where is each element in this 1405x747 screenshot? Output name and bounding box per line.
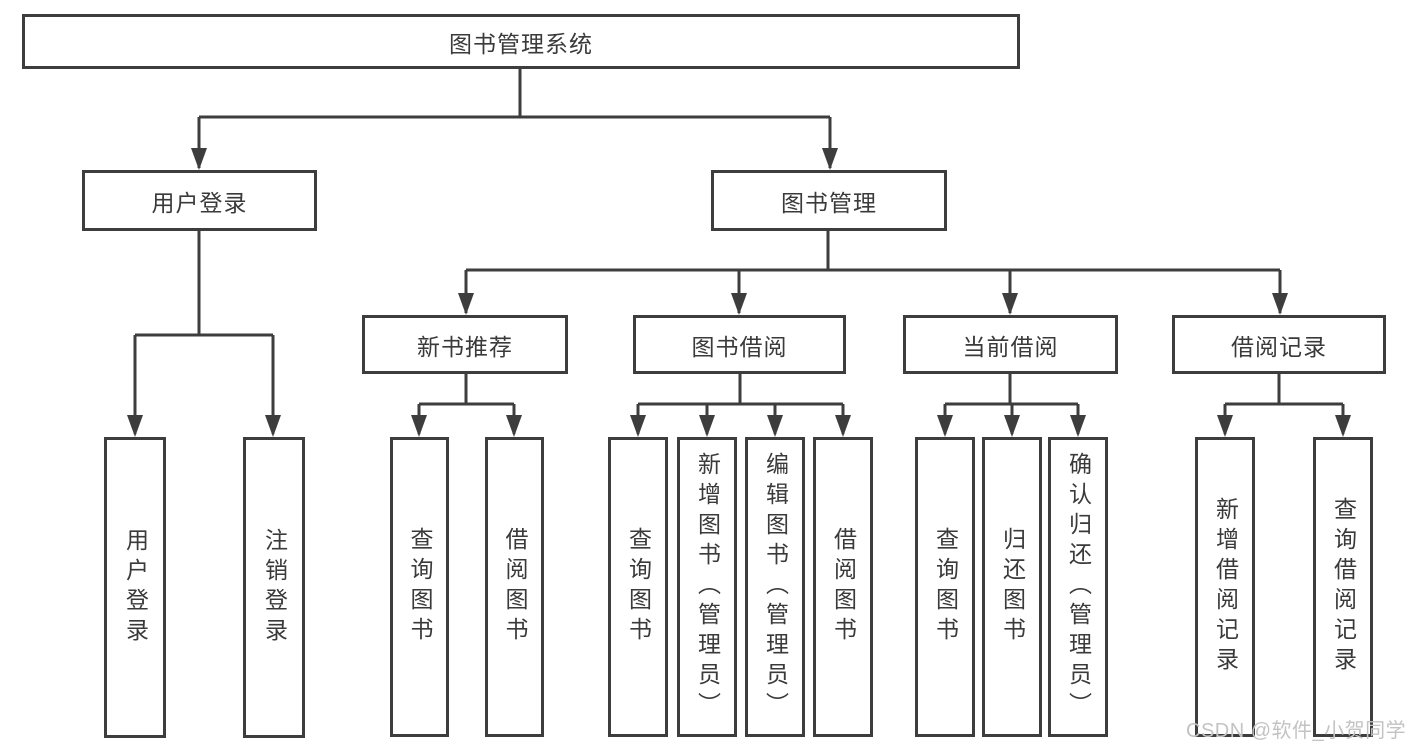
leaf-borrow-books-borrowing: 借阅图书	[813, 437, 873, 737]
leaf-add-books-admin: 新增图书（管理员）	[677, 437, 737, 737]
leaf-query-books-recommend: 查询图书	[390, 437, 449, 737]
leaf-return-books: 归还图书	[982, 437, 1042, 737]
node-label: 图书借阅	[691, 333, 788, 360]
leaf-logout: 注销登录	[243, 437, 305, 738]
leaf-label: 查询图书	[932, 527, 959, 647]
csdn-watermark: CSDN @软件_小贺同学	[1186, 720, 1405, 742]
node-current-borrowing: 当前借阅	[903, 315, 1118, 374]
leaf-query-books-current: 查询图书	[915, 437, 975, 737]
leaf-label: 借阅图书	[502, 527, 528, 647]
node-user-login: 用户登录	[82, 170, 317, 231]
node-book-management: 图书管理	[711, 170, 947, 231]
leaf-label: 查询图书	[407, 527, 433, 647]
node-borrowing-records: 借阅记录	[1172, 315, 1386, 374]
node-book-borrowing: 图书借阅	[633, 315, 846, 374]
leaf-label: 归还图书	[999, 527, 1026, 647]
leaf-edit-books-admin: 编辑图书（管理员）	[745, 437, 805, 737]
leaf-label: 查询借阅记录	[1330, 497, 1357, 677]
leaf-user-login: 用户登录	[104, 437, 166, 738]
node-label: 图书管理系统	[449, 30, 593, 57]
node-label: 借阅记录	[1231, 333, 1327, 360]
leaf-label: 用户登录	[122, 527, 149, 648]
node-label: 图书管理	[781, 189, 877, 216]
leaf-label: 编辑图书（管理员）	[762, 452, 789, 722]
leaf-add-borrow-record: 新增借阅记录	[1195, 437, 1255, 737]
leaf-label: 查询图书	[625, 527, 652, 647]
node-library-management-system: 图书管理系统	[22, 14, 1020, 69]
leaf-borrow-books-recommend: 借阅图书	[485, 437, 544, 737]
leaf-label: 借阅图书	[830, 527, 857, 647]
leaf-query-borrow-record: 查询借阅记录	[1313, 437, 1373, 737]
node-label: 新书推荐	[417, 333, 513, 360]
node-new-book-recommendation: 新书推荐	[362, 315, 568, 374]
node-label: 当前借阅	[962, 333, 1059, 360]
leaf-label: 新增图书（管理员）	[694, 452, 721, 722]
leaf-confirm-return-admin: 确认归还（管理员）	[1048, 437, 1108, 737]
leaf-query-books-borrowing: 查询图书	[608, 437, 668, 737]
leaf-label: 注销登录	[261, 527, 288, 648]
leaf-label: 确认归还（管理员）	[1065, 452, 1092, 722]
leaf-label: 新增借阅记录	[1212, 497, 1239, 677]
node-label: 用户登录	[151, 189, 248, 216]
